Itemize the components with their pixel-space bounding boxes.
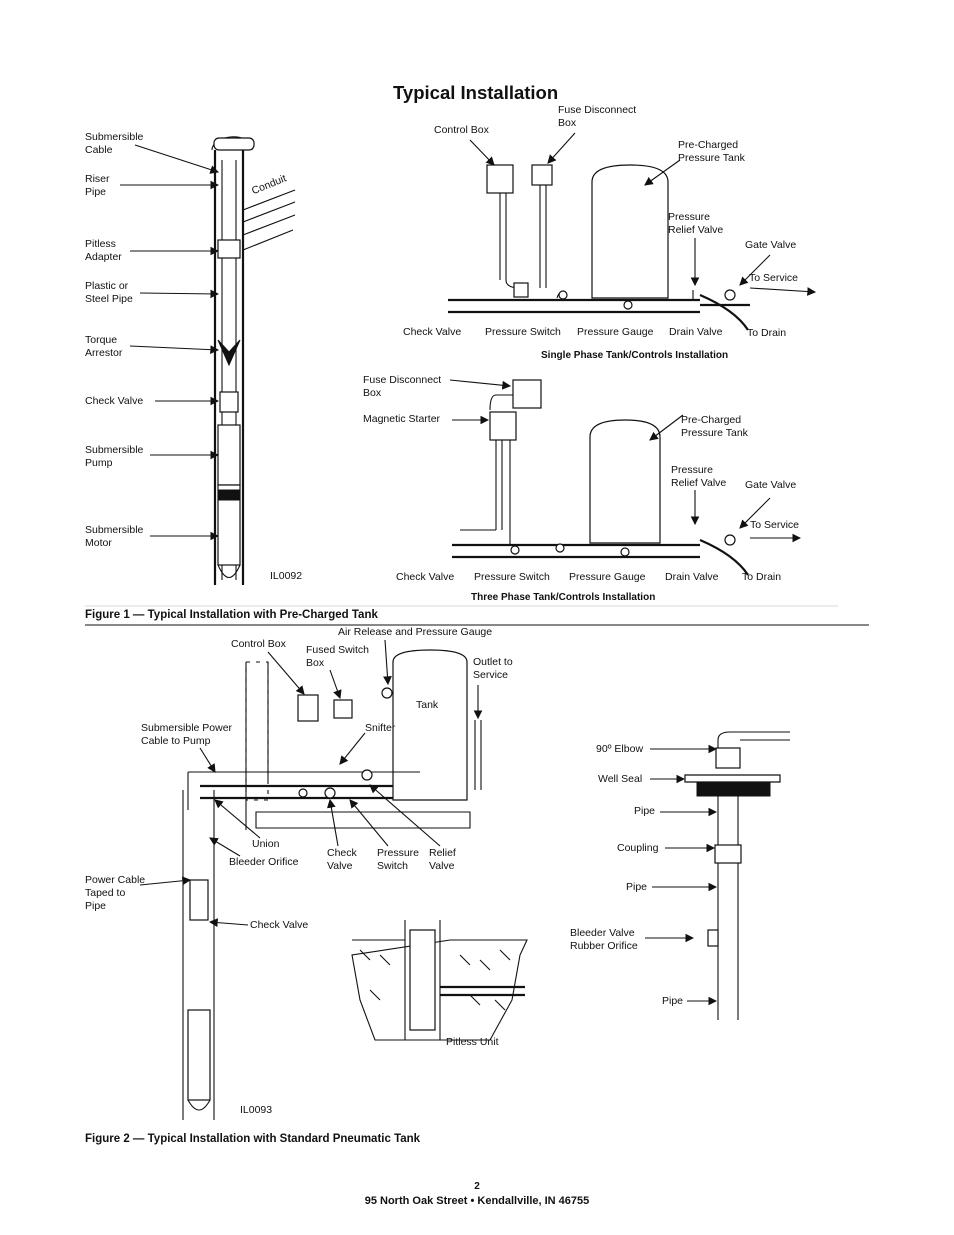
tp-pressure-switch: Pressure Switch	[474, 571, 550, 583]
sp-gate-valve: Gate Valve	[745, 239, 797, 251]
tp-fuse-disconnect: Fuse Disconnect Box	[363, 374, 442, 399]
tp-pressure-relief-valve: Pressure Relief Valve	[671, 464, 727, 489]
f2-well-seal: Well Seal	[598, 773, 643, 785]
tp-pressure-gauge: Pressure Gauge	[569, 571, 646, 583]
label-check-valve-well: Check Valve	[85, 395, 144, 407]
figure1-code: IL0092	[270, 570, 303, 582]
f2-bleeder-orifice: Bleeder Orifice	[229, 856, 299, 868]
f2-union: Union	[252, 838, 280, 850]
f2-pipe-1: Pipe	[634, 805, 656, 817]
f2-tank: Tank	[416, 699, 439, 711]
sp-subtitle: Single Phase Tank/Controls Installation	[541, 350, 729, 361]
label-submersible-motor: Submersible Motor	[85, 524, 144, 549]
f2-fused-switch-box: Fused Switch Box	[306, 644, 370, 669]
three-phase-drawing	[449, 379, 802, 576]
f2-pressure-switch: Pressure Switch	[377, 847, 420, 872]
f2-coupling: Coupling	[617, 842, 659, 854]
sp-pressure-relief-valve: Pressure Relief Valve	[668, 211, 724, 236]
f2-check-valve-top: Check Valve	[327, 847, 357, 872]
label-riser-pipe: Riser Pipe	[85, 173, 110, 198]
label-submersible-pump: Submersible Pump	[85, 444, 144, 469]
f2-elbow: 90º Elbow	[596, 743, 644, 755]
f2-snifter: Snifter	[365, 722, 396, 734]
tp-subtitle: Three Phase Tank/Controls Installation	[471, 592, 656, 603]
f2-pipe-2: Pipe	[626, 881, 648, 893]
pipe-detail-drawing	[645, 731, 790, 1020]
f2-bleeder-valve: Bleeder Valve Rubber Orifice	[570, 927, 638, 952]
sp-control-box: Control Box	[434, 124, 489, 136]
pitless-unit-drawing	[351, 920, 528, 1041]
f2-air-release: Air Release and Pressure Gauge	[338, 626, 493, 638]
tp-check-valve: Check Valve	[396, 571, 455, 583]
tp-magnetic-starter: Magnetic Starter	[363, 413, 441, 425]
footer-address: 95 North Oak Street • Kendallville, IN 4…	[364, 1195, 590, 1207]
f2-outlet-to-service: Outlet to Service	[473, 656, 513, 681]
f2-pitless-unit: Pitless Unit	[446, 1036, 499, 1048]
f2-pipe-3: Pipe	[662, 995, 684, 1007]
figure1-caption: Figure 1 — Typical Installation with Pre…	[85, 609, 378, 621]
pneumatic-tank-drawing	[139, 639, 483, 1120]
well-drawing	[211, 136, 296, 585]
f2-submersible-power-cable: Submersible Power Cable to Pump	[141, 722, 233, 747]
f2-check-valve: Check Valve	[250, 919, 309, 931]
tp-drain-valve: Drain Valve	[665, 571, 719, 583]
label-submersible-cable: Submersible Cable	[85, 131, 144, 156]
sp-pressure-gauge: Pressure Gauge	[577, 326, 654, 338]
f2-relief-valve: Relief Valve	[429, 847, 456, 872]
sp-fuse-disconnect: Fuse Disconnect Box	[558, 104, 637, 129]
sp-to-service: To Service	[749, 272, 799, 284]
single-phase-drawing	[448, 132, 817, 331]
page-title: Typical Installation	[393, 82, 559, 103]
sp-drain-valve: Drain Valve	[669, 326, 723, 338]
sp-to-drain: To Drain	[747, 327, 787, 339]
page-number: 2	[474, 1181, 480, 1192]
label-pitless-adapter: Pitless Adapter	[85, 238, 122, 263]
sp-pressure-switch: Pressure Switch	[485, 326, 561, 338]
tp-to-service: To Service	[750, 519, 800, 531]
label-plastic-steel-pipe: Plastic or Steel Pipe	[85, 280, 133, 305]
tp-gate-valve: Gate Valve	[745, 479, 797, 491]
sp-check-valve: Check Valve	[403, 326, 462, 338]
figure2-code: IL0093	[240, 1104, 273, 1116]
f2-control-box: Control Box	[231, 638, 286, 650]
label-torque-arrestor: Torque Arrestor	[85, 334, 123, 359]
tp-to-drain: To Drain	[742, 571, 782, 583]
sp-pre-charged-tank: Pre-Charged Pressure Tank	[678, 139, 745, 164]
f2-power-cable-taped: Power Cable Taped to Pipe	[85, 874, 146, 912]
tp-pre-charged-tank: Pre-Charged Pressure Tank	[681, 414, 748, 439]
figure2-caption: Figure 2 — Typical Installation with Sta…	[85, 1133, 421, 1145]
